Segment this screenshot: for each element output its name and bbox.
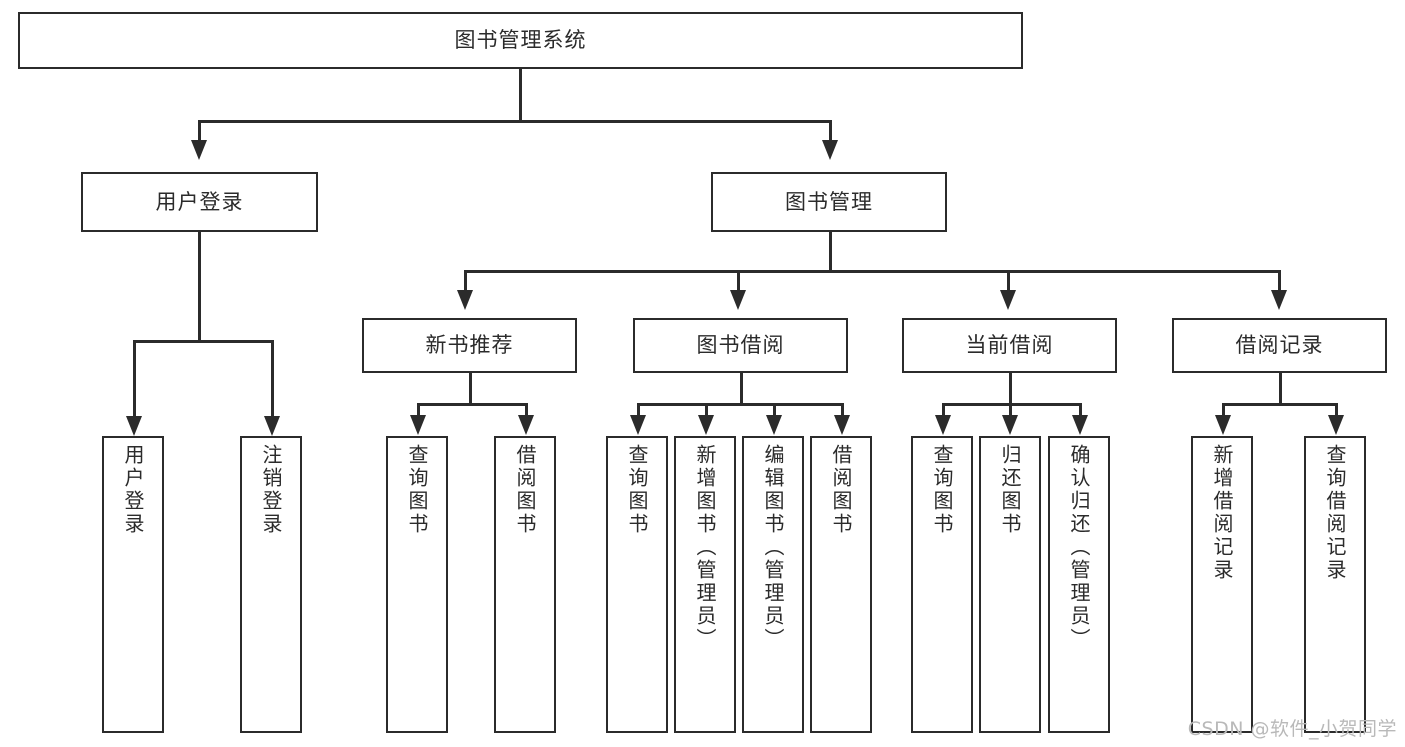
leaf-label: 注销登录: [259, 444, 283, 536]
edge-br-drop-2: [1335, 403, 1338, 417]
arrow-to-new-book-recommend: [457, 290, 473, 310]
arrow-to-current-borrow: [1000, 290, 1016, 310]
leaf-label: 归还图书: [998, 444, 1022, 536]
edge-bb-stem: [740, 373, 743, 405]
leaf-label: 新增借阅记录: [1210, 444, 1234, 582]
node-current-borrow[interactable]: 当前借阅: [902, 318, 1117, 373]
leaf-borrow-book-recommend[interactable]: 借阅图书: [494, 436, 556, 733]
edge-br-drop-1: [1222, 403, 1225, 417]
node-label: 当前借阅: [965, 333, 1054, 358]
edge-bb-bus: [637, 403, 843, 406]
edge-root-bus: [198, 120, 831, 123]
leaf-label: 新增图书（管理员）: [693, 444, 717, 651]
arrow-to-user-login: [191, 140, 207, 160]
edge-br-bus: [1222, 403, 1337, 406]
leaf-label: 查询图书: [625, 444, 649, 536]
node-new-book-recommend[interactable]: 新书推荐: [362, 318, 577, 373]
edge-bm-drop-2: [737, 270, 740, 292]
edge-cb-stem: [1009, 373, 1012, 405]
node-label: 图书借阅: [696, 333, 785, 358]
edge-bm-drop-3: [1007, 270, 1010, 292]
leaf-query-book-current[interactable]: 查询图书: [911, 436, 973, 733]
leaf-label: 确认归还（管理员）: [1067, 444, 1091, 651]
edge-root-drop-right: [829, 120, 832, 142]
leaf-return-book[interactable]: 归还图书: [979, 436, 1041, 733]
edge-nbr-drop-1: [417, 403, 420, 417]
arrow-to-leaf-add-borrow-record: [1215, 415, 1231, 435]
edge-user-login-drop-2: [271, 340, 274, 418]
leaf-add-borrow-record[interactable]: 新增借阅记录: [1191, 436, 1253, 733]
edge-root-drop-left: [198, 120, 201, 142]
leaf-label: 用户登录: [121, 444, 145, 536]
edge-user-login-bus: [133, 340, 273, 343]
leaf-user-login[interactable]: 用户登录: [102, 436, 164, 733]
node-label: 新书推荐: [425, 333, 514, 358]
arrow-to-leaf-query-book-3: [935, 415, 951, 435]
node-label: 图书管理: [785, 189, 873, 214]
arrow-to-leaf-user-login: [126, 416, 142, 436]
leaf-label: 借阅图书: [513, 444, 537, 536]
edge-bm-drop-4: [1278, 270, 1281, 292]
edge-book-management-stem: [829, 232, 832, 272]
edge-nbr-drop-2: [525, 403, 528, 417]
leaf-add-book-admin[interactable]: 新增图书（管理员）: [674, 436, 736, 733]
arrow-to-leaf-borrow-book-1: [518, 415, 534, 435]
edge-cb-drop-2: [1009, 403, 1012, 417]
edge-nbr-stem: [469, 373, 472, 405]
arrow-to-leaf-logout: [264, 416, 280, 436]
leaf-borrow-book[interactable]: 借阅图书: [810, 436, 872, 733]
edge-bm-drop-1: [464, 270, 467, 292]
leaf-label: 查询借阅记录: [1323, 444, 1347, 582]
leaf-query-book-borrow[interactable]: 查询图书: [606, 436, 668, 733]
node-label: 借阅记录: [1235, 333, 1324, 358]
edge-cb-drop-1: [942, 403, 945, 417]
leaf-label: 查询图书: [405, 444, 429, 536]
leaf-query-borrow-record[interactable]: 查询借阅记录: [1304, 436, 1366, 733]
node-label: 用户登录: [155, 189, 244, 214]
arrow-to-leaf-query-book-1: [410, 415, 426, 435]
edge-bb-drop-1: [637, 403, 640, 417]
edge-bb-drop-4: [841, 403, 844, 417]
arrow-to-leaf-edit-book: [766, 415, 782, 435]
leaf-edit-book-admin[interactable]: 编辑图书（管理员）: [742, 436, 804, 733]
node-book-management[interactable]: 图书管理: [711, 172, 947, 232]
leaf-logout[interactable]: 注销登录: [240, 436, 302, 733]
arrow-to-leaf-query-book-2: [630, 415, 646, 435]
edge-br-stem: [1279, 373, 1282, 405]
node-book-borrow[interactable]: 图书借阅: [633, 318, 848, 373]
edge-cb-bus: [942, 403, 1081, 406]
edge-user-login-stem: [198, 232, 201, 342]
edge-user-login-drop-1: [133, 340, 136, 418]
node-user-login[interactable]: 用户登录: [81, 172, 318, 232]
edge-nbr-bus: [417, 403, 527, 406]
leaf-query-book-recommend[interactable]: 查询图书: [386, 436, 448, 733]
leaf-label: 编辑图书（管理员）: [761, 444, 785, 651]
edge-root-stem: [519, 69, 522, 122]
arrow-to-leaf-add-book: [698, 415, 714, 435]
leaf-label: 查询图书: [930, 444, 954, 536]
node-borrow-record[interactable]: 借阅记录: [1172, 318, 1387, 373]
arrow-to-leaf-return-book: [1002, 415, 1018, 435]
leaf-label: 借阅图书: [829, 444, 853, 536]
node-label: 图书管理系统: [454, 28, 587, 53]
edge-bb-drop-2: [705, 403, 708, 417]
edge-cb-drop-3: [1079, 403, 1082, 417]
arrow-to-leaf-confirm-return: [1072, 415, 1088, 435]
edge-book-management-bus: [464, 270, 1280, 273]
leaf-confirm-return-admin[interactable]: 确认归还（管理员）: [1048, 436, 1110, 733]
arrow-to-book-management: [822, 140, 838, 160]
arrow-to-book-borrow: [730, 290, 746, 310]
arrow-to-leaf-borrow-book-2: [834, 415, 850, 435]
node-root-book-management-system[interactable]: 图书管理系统: [18, 12, 1023, 69]
arrow-to-leaf-query-borrow-record: [1328, 415, 1344, 435]
arrow-to-borrow-record: [1271, 290, 1287, 310]
edge-bb-drop-3: [773, 403, 776, 417]
